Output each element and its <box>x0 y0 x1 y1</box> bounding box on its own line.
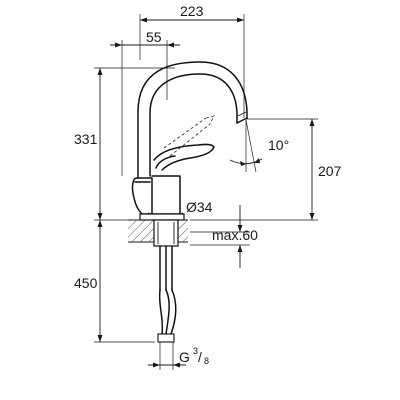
dimension-line-450 <box>97 220 103 342</box>
supply-hoses <box>157 245 177 343</box>
label-g38-denominator: 8 <box>204 356 209 366</box>
label-331: 331 <box>74 131 98 147</box>
label-223: 223 <box>180 3 204 19</box>
label-g38: G 3 / 8 <box>179 346 209 366</box>
label-g38-slash: / <box>198 349 202 365</box>
label-g38-thread: G <box>179 349 190 365</box>
label-55: 55 <box>146 29 162 45</box>
faucet-body <box>131 175 181 215</box>
dimension-line-max60 <box>237 205 243 268</box>
dimension-arc-10deg <box>229 158 263 166</box>
dimension-line-g38 <box>148 362 186 368</box>
extension-lines <box>94 14 318 370</box>
faucet-lever-alt-position <box>163 115 215 157</box>
dimension-line-207 <box>309 119 315 220</box>
label-207: 207 <box>318 163 342 179</box>
dimension-line-331 <box>97 68 103 220</box>
label-10deg: 10° <box>268 137 289 153</box>
mounting-base <box>139 213 185 247</box>
dimension-line-223 <box>140 17 244 23</box>
faucet-spout <box>137 61 248 179</box>
label-diameter: Ø34 <box>186 199 213 215</box>
faucet-lever <box>153 143 215 171</box>
label-max60: max.60 <box>212 227 258 243</box>
dimension-line-55 <box>110 42 180 48</box>
label-g38-numerator: 3 <box>193 346 198 356</box>
label-450: 450 <box>74 275 98 291</box>
